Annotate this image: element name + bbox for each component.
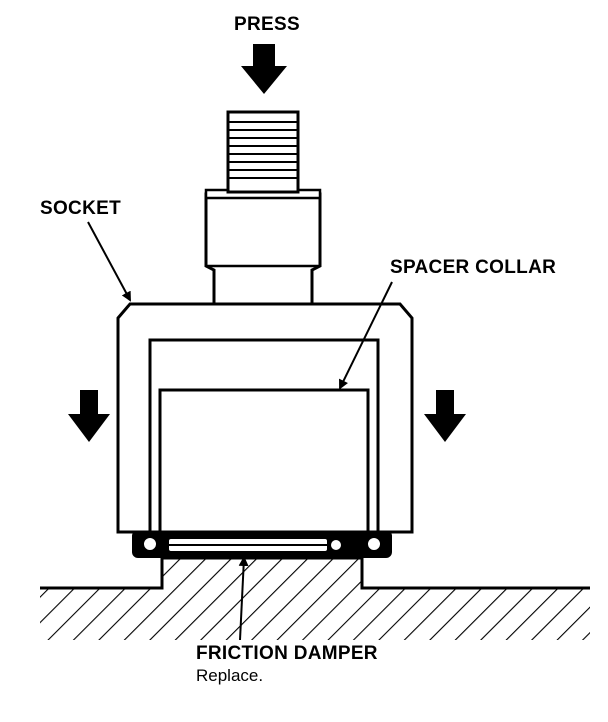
friction-damper-note: Replace. [196, 666, 264, 685]
spacer-collar-label: SPACER COLLAR [390, 257, 557, 278]
friction-damper-label: FRICTION DAMPER [196, 643, 378, 664]
spacer-collar-leader [339, 281, 393, 390]
friction-damper-leader [238, 556, 249, 641]
press-label: PRESS [234, 14, 300, 35]
press-tool [204, 110, 322, 306]
friction-damper [132, 530, 392, 558]
socket-label: SOCKET [40, 198, 121, 219]
right-down-arrow-icon [424, 390, 466, 442]
ground-base [40, 556, 590, 640]
spacer-collar [158, 388, 370, 534]
thread-lines [228, 121, 298, 179]
press-arrow-icon [241, 44, 287, 94]
socket-leader [87, 221, 131, 302]
left-down-arrow-icon [68, 390, 110, 442]
